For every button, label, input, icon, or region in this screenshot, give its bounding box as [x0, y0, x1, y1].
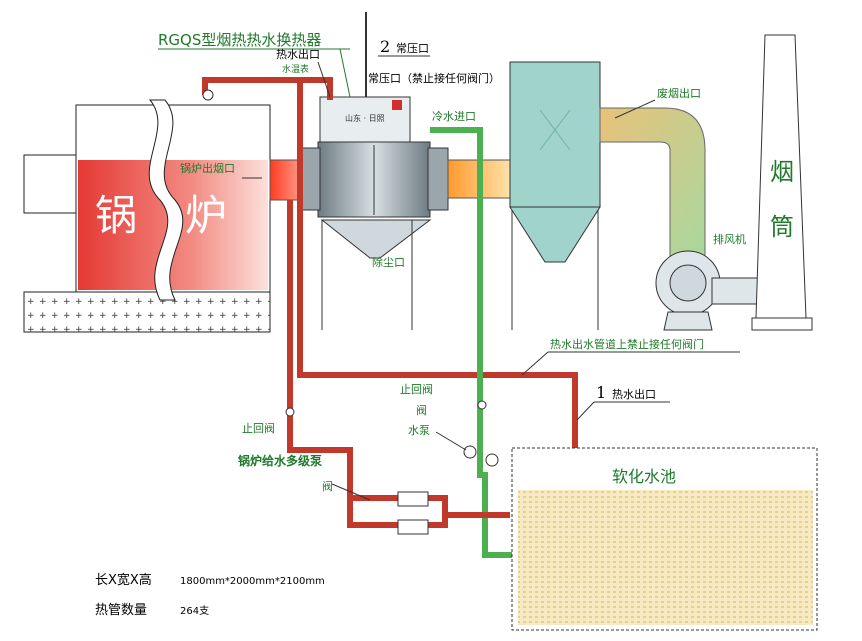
cold-water-pipe	[430, 127, 515, 558]
valve-2-leader	[331, 483, 371, 501]
hot-water-out-number: 1	[596, 383, 606, 402]
dust-out-label: 除尘口	[372, 255, 405, 269]
pool-water	[518, 490, 813, 625]
check-valve-2-icon	[477, 400, 487, 410]
brand-logo-icon	[392, 100, 402, 110]
boiler: 锅 炉	[23, 99, 271, 333]
boiler-hopper	[23, 154, 77, 214]
chimney-char-1: 烟	[770, 158, 794, 186]
separator-mark-b	[539, 109, 571, 151]
tubes-value: 264支	[180, 605, 209, 617]
chimney-char-2: 筒	[770, 213, 794, 241]
hot-water-out-pipe	[297, 80, 578, 472]
unit-brand: 山东 · 日照	[345, 113, 385, 123]
fan-outlet	[711, 277, 761, 305]
pump-leader	[435, 431, 467, 451]
check-valve-2-label: 止回阀	[242, 421, 275, 435]
water-level-label: 水温表	[282, 63, 309, 75]
feed-pump-label: 锅炉给水多级泵	[238, 453, 322, 468]
chimney-base	[751, 317, 813, 331]
break-mark	[148, 99, 184, 301]
title-leader	[339, 48, 351, 98]
fan-impeller	[669, 264, 707, 302]
check-valve-1-label: 止回阀	[400, 382, 433, 396]
vent-valve	[202, 89, 214, 101]
boiler-char-2: 炉	[185, 191, 227, 240]
boiler-flue-out-label: 锅炉出烟口	[180, 161, 235, 175]
pressure-note: 常压口（禁止接任何阀门）	[368, 71, 500, 85]
water-pump-1	[463, 445, 477, 459]
separator-body	[509, 61, 601, 208]
feed-pump-1	[397, 491, 429, 507]
pipe-warning-leader	[521, 351, 549, 376]
feed-pump-2	[397, 519, 429, 535]
pressure-port-label: 常压口	[396, 42, 429, 55]
hot-water-riser	[202, 77, 333, 100]
valve-1-label: 阀	[416, 403, 427, 417]
water-level-leader	[317, 61, 331, 98]
heat-exchanger: 山东 · 日照 除尘口	[299, 96, 449, 330]
exchanger-ash-hopper	[320, 219, 432, 259]
size-label: 长X宽X高	[95, 572, 152, 588]
exhaust-fan: 排风机	[655, 232, 761, 331]
hot-water-out-big-label: 热水出口	[612, 387, 656, 401]
fan-base	[663, 311, 713, 331]
pressure-number: 2	[380, 37, 390, 56]
pool-label: 软化水池	[612, 467, 676, 486]
separator-hopper	[509, 206, 601, 263]
pump-label: 水泵	[408, 424, 430, 437]
waste-smoke-leader	[614, 99, 656, 119]
hot-water-out-small-label: 热水出口	[276, 47, 320, 61]
fan-label: 排风机	[713, 232, 746, 246]
waste-smoke-out-label: 废烟出口	[657, 86, 701, 100]
chimney: 烟 筒	[751, 34, 813, 331]
tubes-label: 热管数量	[95, 603, 147, 618]
water-pump-2	[485, 453, 499, 467]
exchanger-flange-right	[427, 147, 449, 211]
diagram-title: RGQS型烟热热水换热器	[158, 31, 321, 49]
pipe-warning-label: 热水出水管道上禁止接任何阀门	[550, 337, 704, 351]
valve-2-label: 阀	[322, 479, 333, 493]
feed-water-bypass	[350, 495, 448, 520]
dust-separator	[509, 61, 601, 330]
boiler-foundation	[23, 291, 271, 333]
check-valve-icon	[285, 407, 295, 417]
hot-water-out-leader	[576, 401, 595, 421]
cold-water-in-label: 冷水进口	[432, 110, 476, 123]
size-value: 1800mm*2000mm*2100mm	[180, 576, 325, 587]
exhaust-duct	[599, 107, 706, 269]
boiler-char-1: 锅	[95, 191, 137, 240]
water-pool: 软化水池	[511, 447, 818, 631]
